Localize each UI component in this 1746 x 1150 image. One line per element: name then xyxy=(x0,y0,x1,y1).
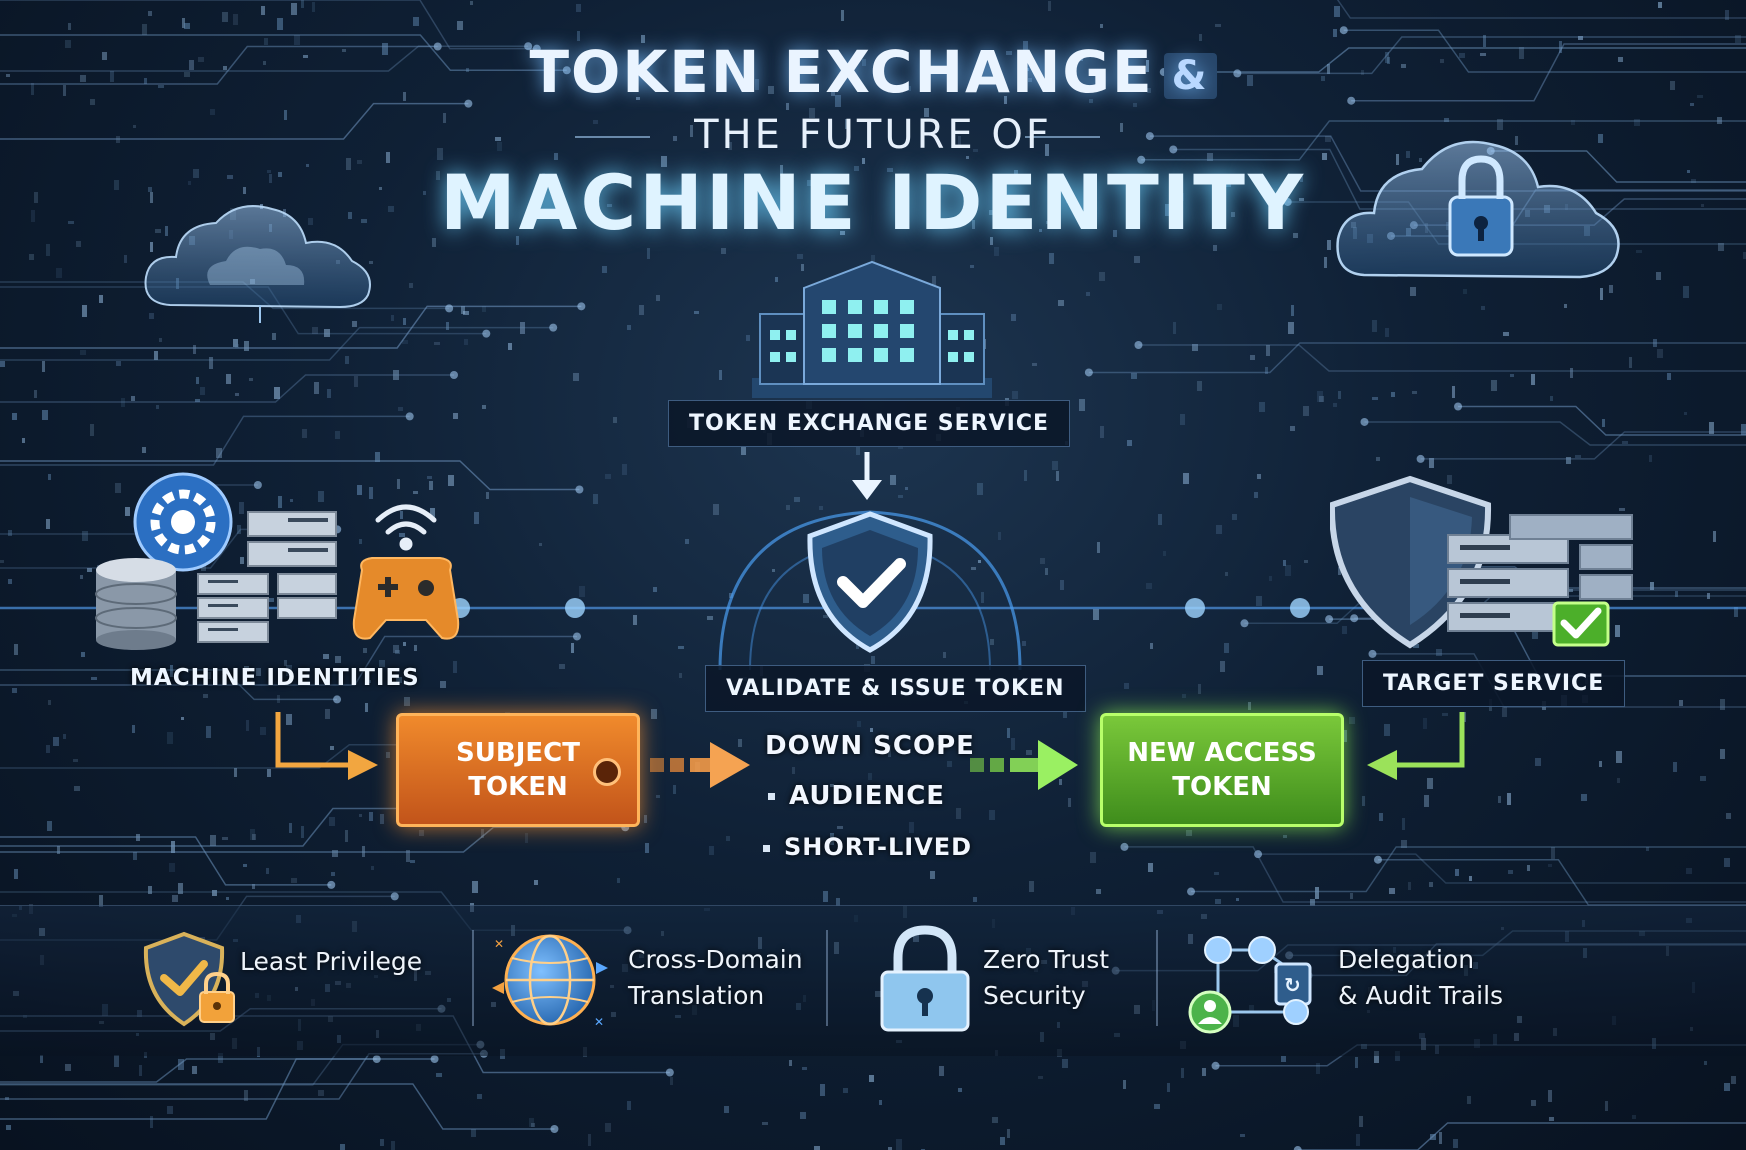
database-icon xyxy=(95,558,177,650)
scope-text: SHORT-LIVED xyxy=(784,833,973,861)
feature-line: Translation xyxy=(628,981,765,1010)
scope-item-down-scope: DOWN SCOPE xyxy=(765,731,975,761)
shield-lock-icon xyxy=(143,931,235,1027)
exchange-service-label: TOKEN EXCHANGE SERVICE xyxy=(668,400,1071,447)
svg-text:✕: ✕ xyxy=(594,1015,604,1029)
access-token-label: NEW ACCESS TOKEN xyxy=(1127,738,1317,802)
shield-check-icon xyxy=(718,510,1022,671)
right-elbow-arrow-icon xyxy=(1367,712,1465,780)
scope-text: DOWN SCOPE xyxy=(765,731,975,761)
subject-token-label: SUBJECT TOKEN xyxy=(456,738,580,802)
svg-text:↻: ↻ xyxy=(1284,973,1301,997)
feature-line: Delegation xyxy=(1338,945,1475,974)
subject-token: SUBJECT TOKEN xyxy=(396,713,640,827)
padlock-icon xyxy=(880,925,970,1032)
machine-identities-cluster xyxy=(95,472,460,650)
check-badge-icon xyxy=(1552,601,1610,647)
target-service-label: TARGET SERVICE xyxy=(1362,660,1626,707)
subject-to-scope-arrow-icon xyxy=(650,742,750,788)
feature-zero-trust: Zero Trust Security xyxy=(983,942,1109,1014)
feature-divider xyxy=(472,930,474,1026)
bullet-icon xyxy=(763,844,770,852)
feature-delegation: Delegation & Audit Trails xyxy=(1338,942,1503,1014)
network-icon: ↻ xyxy=(1188,936,1312,1034)
svg-text:✕: ✕ xyxy=(494,937,504,951)
feature-line: & Audit Trails xyxy=(1338,981,1504,1010)
feature-line: Zero Trust xyxy=(983,945,1110,974)
scope-item-audience: AUDIENCE xyxy=(768,781,945,811)
title-line-2: THE FUTURE OF xyxy=(694,112,1052,158)
wifi-icon xyxy=(375,504,437,551)
feature-divider xyxy=(826,930,828,1026)
title-line-3: MACHINE IDENTITY xyxy=(440,158,1306,247)
left-elbow-arrow-icon xyxy=(275,712,378,780)
feature-line: Least Privilege xyxy=(240,947,423,976)
feature-cross-domain: Cross-Domain Translation xyxy=(628,942,803,1014)
feature-divider xyxy=(1156,930,1158,1026)
title-line-1: TOKEN EXCHANGE& xyxy=(0,38,1746,106)
title-token-exchange: TOKEN EXCHANGE xyxy=(529,38,1154,106)
token-hole-icon xyxy=(593,758,621,786)
feature-line: Cross-Domain xyxy=(628,945,803,974)
server-icon xyxy=(1447,514,1633,632)
access-token: NEW ACCESS TOKEN xyxy=(1100,713,1344,827)
server-icon xyxy=(197,511,337,643)
target-shield-icon xyxy=(1330,475,1633,649)
feature-line: Security xyxy=(983,981,1086,1010)
scope-to-access-arrow-icon xyxy=(970,740,1078,790)
feature-least-privilege: Least Privilege xyxy=(240,944,422,980)
down-arrow-icon xyxy=(852,452,882,500)
title-rule-left xyxy=(575,136,650,138)
cloud-lock-icon xyxy=(1336,140,1620,279)
cloud-icon xyxy=(144,205,371,323)
scope-item-short-lived: SHORT-LIVED xyxy=(763,833,972,861)
title-rule-right xyxy=(1025,136,1100,138)
machine-identities-label: MACHINE IDENTITIES xyxy=(130,665,420,691)
globe-icon: ✕ ✕ xyxy=(492,934,608,1029)
building-icon xyxy=(752,260,992,398)
gamepad-icon xyxy=(352,557,460,640)
gear-icon xyxy=(133,472,233,572)
bullet-icon xyxy=(768,793,775,800)
title-ampersand: & xyxy=(1163,52,1217,99)
scope-text: AUDIENCE xyxy=(789,781,946,811)
feature-band xyxy=(0,905,1746,1056)
validate-label: VALIDATE & ISSUE TOKEN xyxy=(705,665,1086,712)
